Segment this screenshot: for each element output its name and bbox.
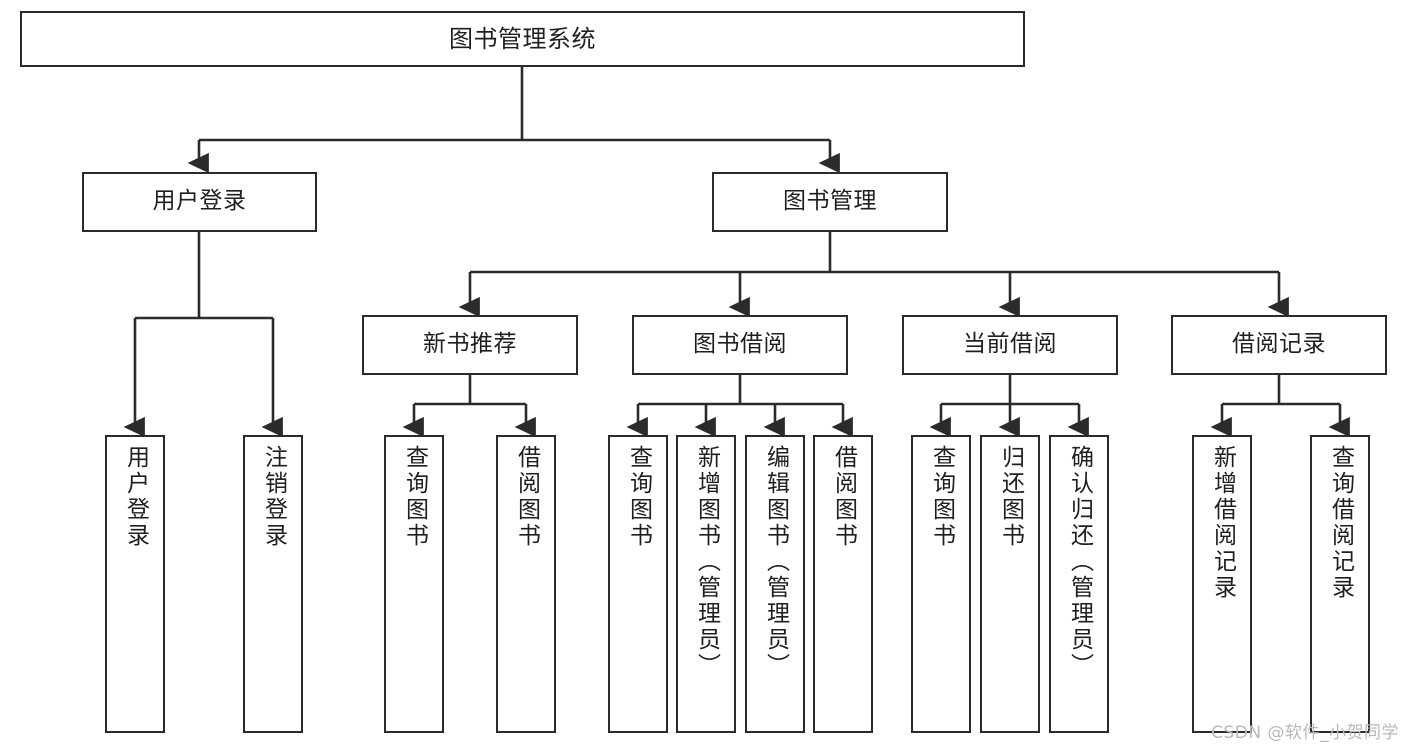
node-leaf-add-book-label: 新增图书（管理员）	[693, 445, 720, 679]
node-new-book-rec[interactable]: 新书推荐	[362, 315, 578, 375]
node-leaf-query-book-c-label: 查询图书	[928, 445, 955, 549]
node-leaf-query-book-b[interactable]: 查询图书	[608, 435, 668, 733]
node-user-login[interactable]: 用户登录	[82, 172, 317, 232]
node-book-manage[interactable]: 图书管理	[712, 172, 948, 232]
node-leaf-add-book[interactable]: 新增图书（管理员）	[676, 435, 736, 733]
node-leaf-query-record-label: 查询借阅记录	[1327, 445, 1354, 601]
node-leaf-query-book-c[interactable]: 查询图书	[911, 435, 971, 733]
node-book-borrow-label: 图书借阅	[693, 331, 787, 358]
node-leaf-borrow-book-b[interactable]: 借阅图书	[813, 435, 873, 733]
node-current-borrow[interactable]: 当前借阅	[902, 315, 1118, 375]
node-leaf-add-record[interactable]: 新增借阅记录	[1192, 435, 1252, 733]
node-borrow-record-label: 借阅记录	[1232, 331, 1326, 358]
node-root-label: 图书管理系统	[449, 24, 596, 53]
node-user-login-label: 用户登录	[152, 188, 247, 215]
node-leaf-confirm-return[interactable]: 确认归还（管理员）	[1049, 435, 1109, 733]
node-leaf-edit-book[interactable]: 编辑图书（管理员）	[745, 435, 805, 733]
node-leaf-query-record[interactable]: 查询借阅记录	[1310, 435, 1370, 733]
node-book-manage-label: 图书管理	[783, 188, 877, 215]
node-leaf-return-book-label: 归还图书	[997, 445, 1024, 549]
node-leaf-return-book[interactable]: 归还图书	[980, 435, 1040, 733]
node-current-borrow-label: 当前借阅	[963, 331, 1057, 358]
node-new-book-rec-label: 新书推荐	[423, 331, 517, 358]
node-leaf-borrow-book-a-label: 借阅图书	[513, 445, 540, 549]
node-leaf-user-logout-label: 注销登录	[260, 445, 287, 549]
node-borrow-record[interactable]: 借阅记录	[1171, 315, 1387, 375]
node-root[interactable]: 图书管理系统	[20, 11, 1025, 67]
node-leaf-confirm-return-label: 确认归还（管理员）	[1066, 445, 1093, 679]
node-leaf-query-book-a-label: 查询图书	[401, 445, 428, 549]
node-leaf-user-logout[interactable]: 注销登录	[243, 435, 303, 733]
node-book-borrow[interactable]: 图书借阅	[632, 315, 848, 375]
node-leaf-edit-book-label: 编辑图书（管理员）	[762, 445, 789, 679]
node-leaf-user-login[interactable]: 用户登录	[105, 435, 165, 733]
node-leaf-user-login-label: 用户登录	[122, 445, 149, 549]
node-leaf-query-book-b-label: 查询图书	[625, 445, 652, 549]
node-leaf-query-book-a[interactable]: 查询图书	[384, 435, 444, 733]
csdn-watermark: CSDN @软件_小贺同学	[1211, 723, 1399, 743]
node-leaf-borrow-book-b-label: 借阅图书	[830, 445, 857, 549]
node-leaf-add-record-label: 新增借阅记录	[1209, 445, 1236, 601]
node-leaf-borrow-book-a[interactable]: 借阅图书	[496, 435, 556, 733]
